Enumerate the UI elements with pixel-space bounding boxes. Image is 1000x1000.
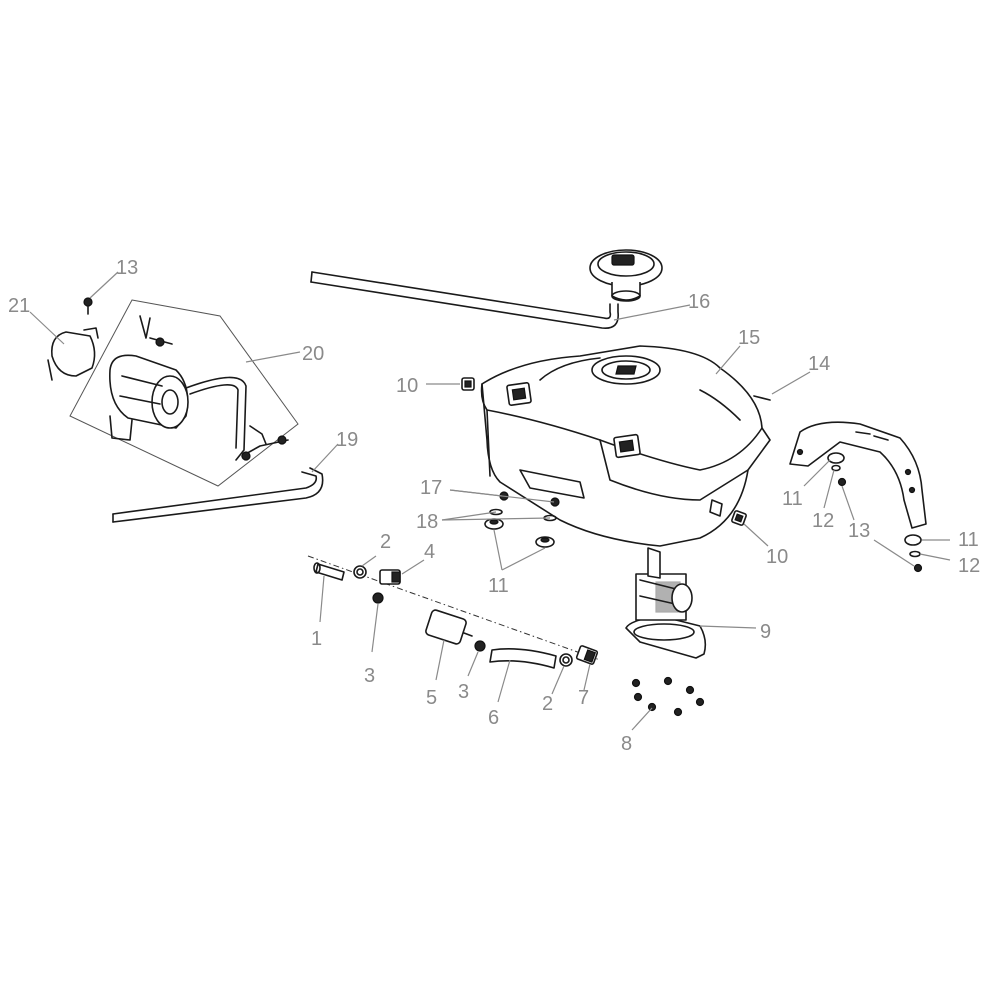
callout-6: 6	[488, 707, 499, 729]
clip-14	[753, 395, 771, 401]
callout-16: 16	[688, 291, 710, 313]
callout-3: 3	[364, 665, 375, 687]
callout-17: 17	[420, 477, 442, 499]
callout-9: 9	[760, 621, 771, 643]
drain-hose-19	[112, 467, 324, 523]
callout-11: 11	[488, 575, 509, 597]
tank-mount-hardware	[484, 491, 560, 548]
vent-hose-16	[310, 271, 619, 329]
callout-labels: 1 2 2 3 3 4 5 6 7 8 9 10 10 11 11 11 12 …	[8, 257, 980, 755]
callout-12: 12	[812, 510, 834, 532]
grommet-10-upper	[461, 377, 475, 391]
callout-21: 21	[8, 295, 30, 317]
callout-14: 14	[808, 353, 830, 375]
fuel-tank	[480, 345, 771, 547]
callout-10: 10	[766, 546, 788, 568]
callout-13: 13	[848, 520, 870, 542]
callout-7: 7	[578, 687, 589, 709]
callout-2: 2	[380, 531, 391, 553]
callout-1: 1	[311, 628, 322, 650]
bolt-13-left	[83, 297, 93, 315]
callout-4: 4	[424, 541, 435, 563]
tank-bracket	[789, 421, 927, 529]
leader-lines	[29, 271, 951, 731]
canister-strap	[47, 327, 99, 381]
pump-nuts	[631, 676, 705, 717]
grommet-10-lower	[731, 510, 747, 526]
fuel-cap	[589, 249, 663, 302]
callout-10: 10	[396, 375, 418, 397]
callout-12: 12	[958, 555, 980, 577]
bracket-rubber-upper	[827, 452, 847, 487]
callout-8: 8	[621, 733, 632, 755]
callout-11: 11	[782, 488, 803, 510]
callout-18: 18	[416, 511, 438, 533]
fuel-pump	[625, 547, 707, 659]
fuel-line-assembly	[307, 555, 601, 669]
callout-2: 2	[542, 693, 553, 715]
callout-13: 13	[116, 257, 138, 279]
callout-15: 15	[738, 327, 760, 349]
callout-5: 5	[426, 687, 437, 709]
callout-20: 20	[302, 343, 324, 365]
canister-assembly	[69, 299, 299, 487]
callout-19: 19	[336, 429, 358, 451]
callout-11: 11	[958, 529, 979, 551]
callout-3: 3	[458, 681, 469, 703]
